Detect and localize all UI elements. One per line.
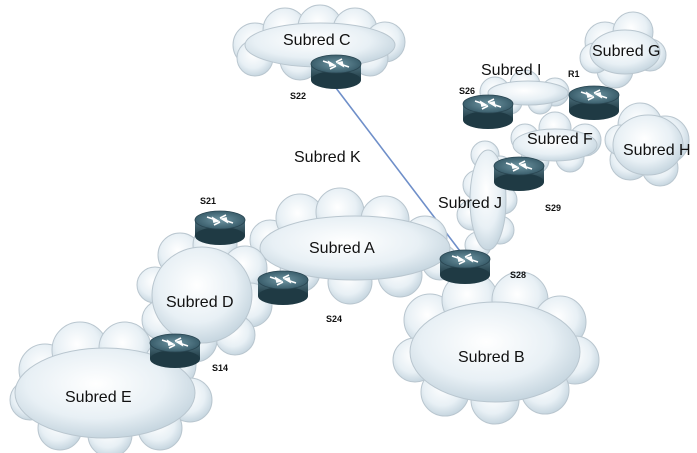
label-subred-k: Subred K — [294, 149, 361, 166]
label-subred-f: Subred F — [527, 131, 593, 148]
label-subred-d: Subred D — [166, 294, 234, 311]
label-subred-c: Subred C — [283, 32, 351, 49]
label-subred-j: Subred J — [438, 195, 502, 212]
label-subred-a: Subred A — [309, 240, 375, 257]
router-s26-icon[interactable] — [462, 94, 514, 130]
cloud-subred-h — [604, 102, 690, 187]
cloud-subred-b — [392, 271, 600, 425]
router-s14-icon[interactable] — [149, 333, 201, 369]
label-router-s26: S26 — [459, 86, 475, 96]
label-router-s24: S24 — [326, 314, 342, 324]
router-s24-icon[interactable] — [257, 270, 309, 306]
router-s29-icon[interactable] — [493, 156, 545, 192]
router-r1-icon[interactable] — [568, 85, 620, 121]
label-subred-i: Subred I — [481, 62, 541, 79]
cloud-subred-g — [579, 11, 667, 89]
label-router-s28: S28 — [510, 270, 526, 280]
router-s22-icon[interactable] — [310, 54, 362, 90]
cloud-subred-a — [249, 187, 459, 305]
label-subred-g: Subred G — [592, 43, 660, 60]
label-subred-h: Subred H — [623, 142, 691, 159]
label-router-s21: S21 — [200, 196, 216, 206]
label-router-s14: S14 — [212, 363, 228, 373]
router-s28-icon[interactable] — [439, 249, 491, 285]
router-s21-icon[interactable] — [194, 210, 246, 246]
label-subred-b: Subred B — [458, 349, 525, 366]
label-router-r1: R1 — [568, 69, 580, 79]
label-router-s29: S29 — [545, 203, 561, 213]
label-router-s22: S22 — [290, 91, 306, 101]
cloud-subred-c — [232, 4, 406, 81]
label-subred-e: Subred E — [65, 389, 132, 406]
